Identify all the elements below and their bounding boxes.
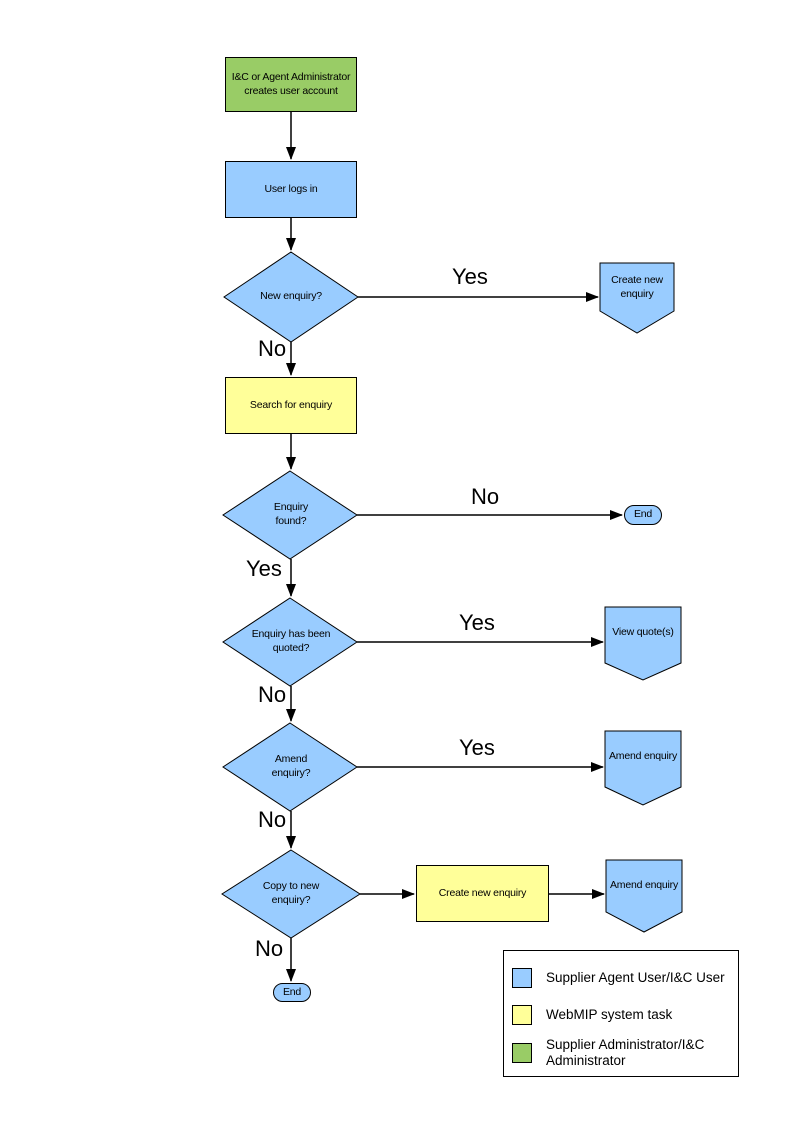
node-label-view-quotes: View quote(s) (612, 626, 674, 639)
edge-label-new-enquiry-no: No (258, 336, 287, 361)
offpage-connector-view-quotes (604, 606, 682, 681)
legend-label-user: Supplier Agent User/I&C User (546, 969, 725, 985)
offpage-connector-create-new-enquiry (599, 262, 675, 334)
node-label-create-account: I&C or Agent Administrator creates user … (231, 70, 351, 97)
legend-swatch-system (512, 1005, 532, 1025)
edge-label-copy-to-new-no: No (255, 936, 284, 961)
legend-item-user: Supplier Agent User/I&C User (512, 968, 732, 988)
node-label-enquiry-quoted: Enquiry has been quoted? (251, 628, 331, 654)
offpage-connector-amend-enquiry (604, 730, 682, 806)
node-label-new-enquiry: New enquiry? (260, 290, 322, 303)
terminator-end-middle: End (624, 505, 662, 525)
offpage-connector-amend-enquiry-bottom (605, 859, 683, 933)
decision-diamond-enquiry-found (222, 470, 358, 560)
legend-box: Supplier Agent User/I&C User WebMIP syst… (503, 950, 739, 1077)
process-box-create-account: I&C or Agent Administrator creates user … (225, 57, 357, 112)
edge-label-amend-enquiry-no: No (258, 807, 287, 832)
node-label-create-new-enquiry-bottom: Create new enquiry (438, 886, 527, 899)
process-box-search-for-enquiry: Search for enquiry (225, 377, 357, 434)
edge-label-new-enquiry-yes: Yes (452, 264, 488, 289)
node-label-amend-enquiry-bottom: Amend enquiry (609, 879, 679, 892)
terminator-end-bottom: End (273, 983, 311, 1002)
edge-label-enquiry-found-no: No (471, 484, 500, 509)
decision-diamond-copy-to-new (221, 849, 361, 939)
node-label-search-for-enquiry: Search for enquiry (249, 398, 333, 411)
process-box-user-logs-in: User logs in (225, 161, 357, 218)
legend-label-system: WebMIP system task (546, 1006, 673, 1022)
legend-item-admin: Supplier Administrator/I&C Administrator (512, 1037, 732, 1069)
edge-label-enquiry-quoted-yes: Yes (459, 610, 495, 635)
decision-diamond-amend-enquiry (222, 722, 358, 812)
node-label-end-bottom: End (282, 985, 302, 998)
node-label-copy-to-new: Copy to new enquiry? (262, 880, 320, 906)
decision-diamond-enquiry-quoted (222, 597, 358, 687)
edge-label-enquiry-quoted-no: No (258, 682, 287, 707)
node-label-amend-enquiry-right: Amend enquiry (608, 750, 678, 763)
edge-label-enquiry-found-yes: Yes (246, 556, 282, 581)
node-label-create-new-enquiry-top: Create new enquiry (611, 274, 663, 300)
legend-item-system: WebMIP system task (512, 1005, 732, 1025)
legend-label-admin: Supplier Administrator/I&C Administrator (546, 1037, 705, 1069)
node-label-end-middle: End (633, 508, 653, 521)
decision-diamond-new-enquiry (223, 251, 359, 343)
edge-label-amend-enquiry-yes: Yes (459, 735, 495, 760)
legend-swatch-user (512, 968, 532, 988)
node-label-amend-enquiry-decision: Amend enquiry? (271, 753, 311, 779)
node-label-user-logs-in: User logs in (264, 182, 318, 195)
process-box-create-new-enquiry: Create new enquiry (416, 865, 549, 922)
node-label-enquiry-found: Enquiry found? (273, 501, 309, 527)
legend-swatch-admin (512, 1043, 532, 1064)
